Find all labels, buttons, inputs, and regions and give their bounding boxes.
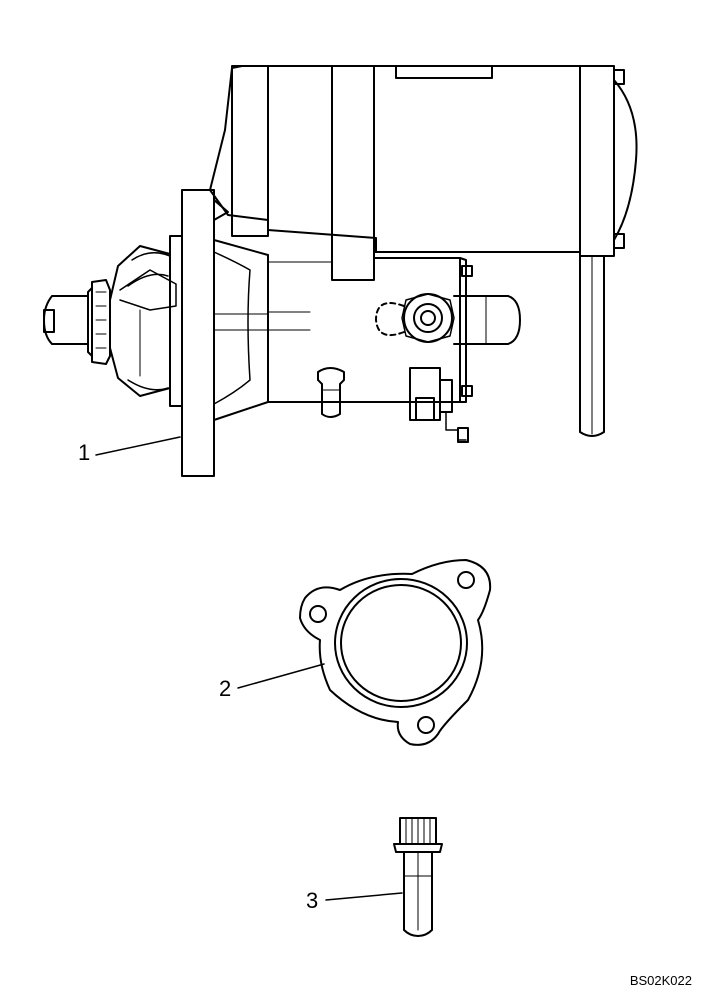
gasket-ring-outer — [335, 579, 467, 707]
starter-motor-part — [44, 66, 637, 476]
gasket-ring-inner — [341, 585, 461, 701]
terminal-nut — [404, 294, 452, 342]
gasket-hole-left — [310, 606, 326, 622]
gear-housing — [214, 240, 268, 420]
end-cap — [580, 66, 614, 256]
callout-1: 1 — [78, 440, 91, 465]
shaft-end — [44, 296, 88, 344]
pinion-gear — [92, 280, 110, 364]
gasket-outline — [300, 560, 490, 745]
leader-line-1 — [96, 437, 180, 455]
bolt-flange — [394, 844, 442, 852]
gasket-hole-bottom — [418, 717, 434, 733]
leader-line-2 — [238, 664, 324, 688]
solenoid-housing — [268, 255, 460, 402]
housing-band-left — [232, 66, 268, 236]
connector — [410, 368, 440, 420]
pinion-nose — [110, 236, 182, 406]
housing-band-middle — [332, 66, 374, 280]
bolt-part — [394, 818, 442, 936]
gasket-hole-top — [458, 572, 474, 588]
callout-2: 2 — [219, 676, 232, 701]
plug — [318, 368, 344, 417]
gasket-part — [300, 560, 490, 745]
starter-housing — [210, 66, 580, 252]
bolt-shank — [404, 852, 432, 936]
mounting-flange — [182, 190, 214, 476]
through-rod — [580, 256, 604, 436]
leader-line-3 — [326, 893, 402, 900]
callout-3: 3 — [306, 888, 319, 913]
reference-code: BS02K022 — [629, 973, 692, 988]
